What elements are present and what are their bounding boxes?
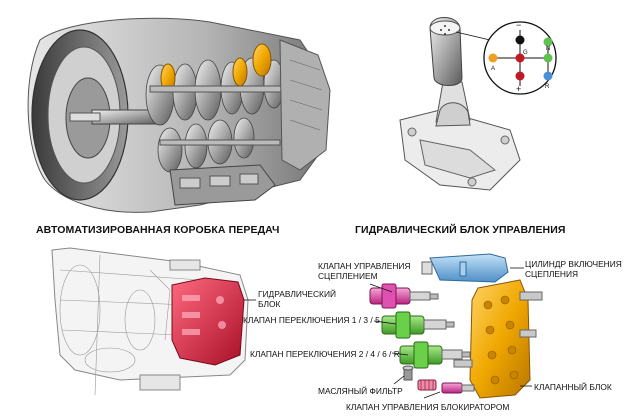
label-clutch-valve: КЛАПАН УПРАВЛЕНИЯ СЦЕПЛЕНИЕМ: [318, 261, 411, 281]
shift-n-dot: [543, 53, 553, 63]
lockup-valve: [417, 379, 475, 394]
shift-nr-top-dot: [543, 37, 553, 47]
hydraulic-components-illustration: [369, 253, 543, 399]
orange-valve-block: [453, 279, 543, 399]
label-hydraulic-block: ГИДРАВЛИЧЕСКИЙ БЛОК: [258, 289, 336, 309]
shift-a-dot: [488, 53, 498, 63]
caption-hydraulic: ГИДРАВЛИЧЕСКИЙ БЛОК УПРАВЛЕНИЯ: [355, 224, 566, 236]
green-valve-246r: [399, 341, 471, 369]
oil-filter: [402, 365, 414, 381]
shift-center-dot: [515, 53, 525, 63]
shift-n-label: N: [546, 46, 551, 52]
shift-pattern-diagram: [483, 21, 557, 95]
label-lockup-valve: КЛАПАН УПРАВЛЕНИЯ БЛОКИРАТОРОМ: [346, 402, 510, 412]
shift-minus-dot: [515, 35, 525, 45]
caption-gearbox: АВТОМАТИЗИРОВАННАЯ КОРОБКА ПЕРЕДАЧ: [36, 224, 280, 236]
shift-plus-dot: [515, 71, 525, 81]
label-valve-block: КЛАПАННЫЙ БЛОК: [534, 382, 612, 392]
pink-clutch-valve: [369, 283, 439, 309]
shift-minus-label: −: [516, 20, 522, 30]
label-oil-filter: МАСЛЯНЫЙ ФИЛЬТР: [318, 386, 403, 396]
label-clutch-cylinder: ЦИЛИНДР ВКЛЮЧЕНИЯ СЦЕПЛЕНИЯ: [525, 259, 622, 279]
shift-a-label: A: [491, 66, 496, 72]
shift-g-label: G: [523, 50, 528, 56]
gearbox-outline-illustration: [51, 247, 256, 396]
gearbox-housing: [27, 17, 331, 213]
label-valve-246r: КЛАПАН ПЕРЕКЛЮЧЕНИЯ 2 / 4 / 6 / R: [250, 349, 400, 359]
shift-r-dot: [543, 71, 553, 81]
blue-clutch-cylinder: [421, 253, 509, 283]
red-hydraulic-block: [171, 277, 245, 366]
shift-lever-illustration: [399, 17, 521, 191]
green-valve-135: [381, 311, 455, 339]
shift-plus-label: +: [516, 84, 522, 94]
shift-r-label: R: [545, 84, 550, 90]
label-valve-135: КЛАПАН ПЕРЕКЛЮЧЕНИЯ 1 / 3 / 5: [243, 315, 380, 325]
